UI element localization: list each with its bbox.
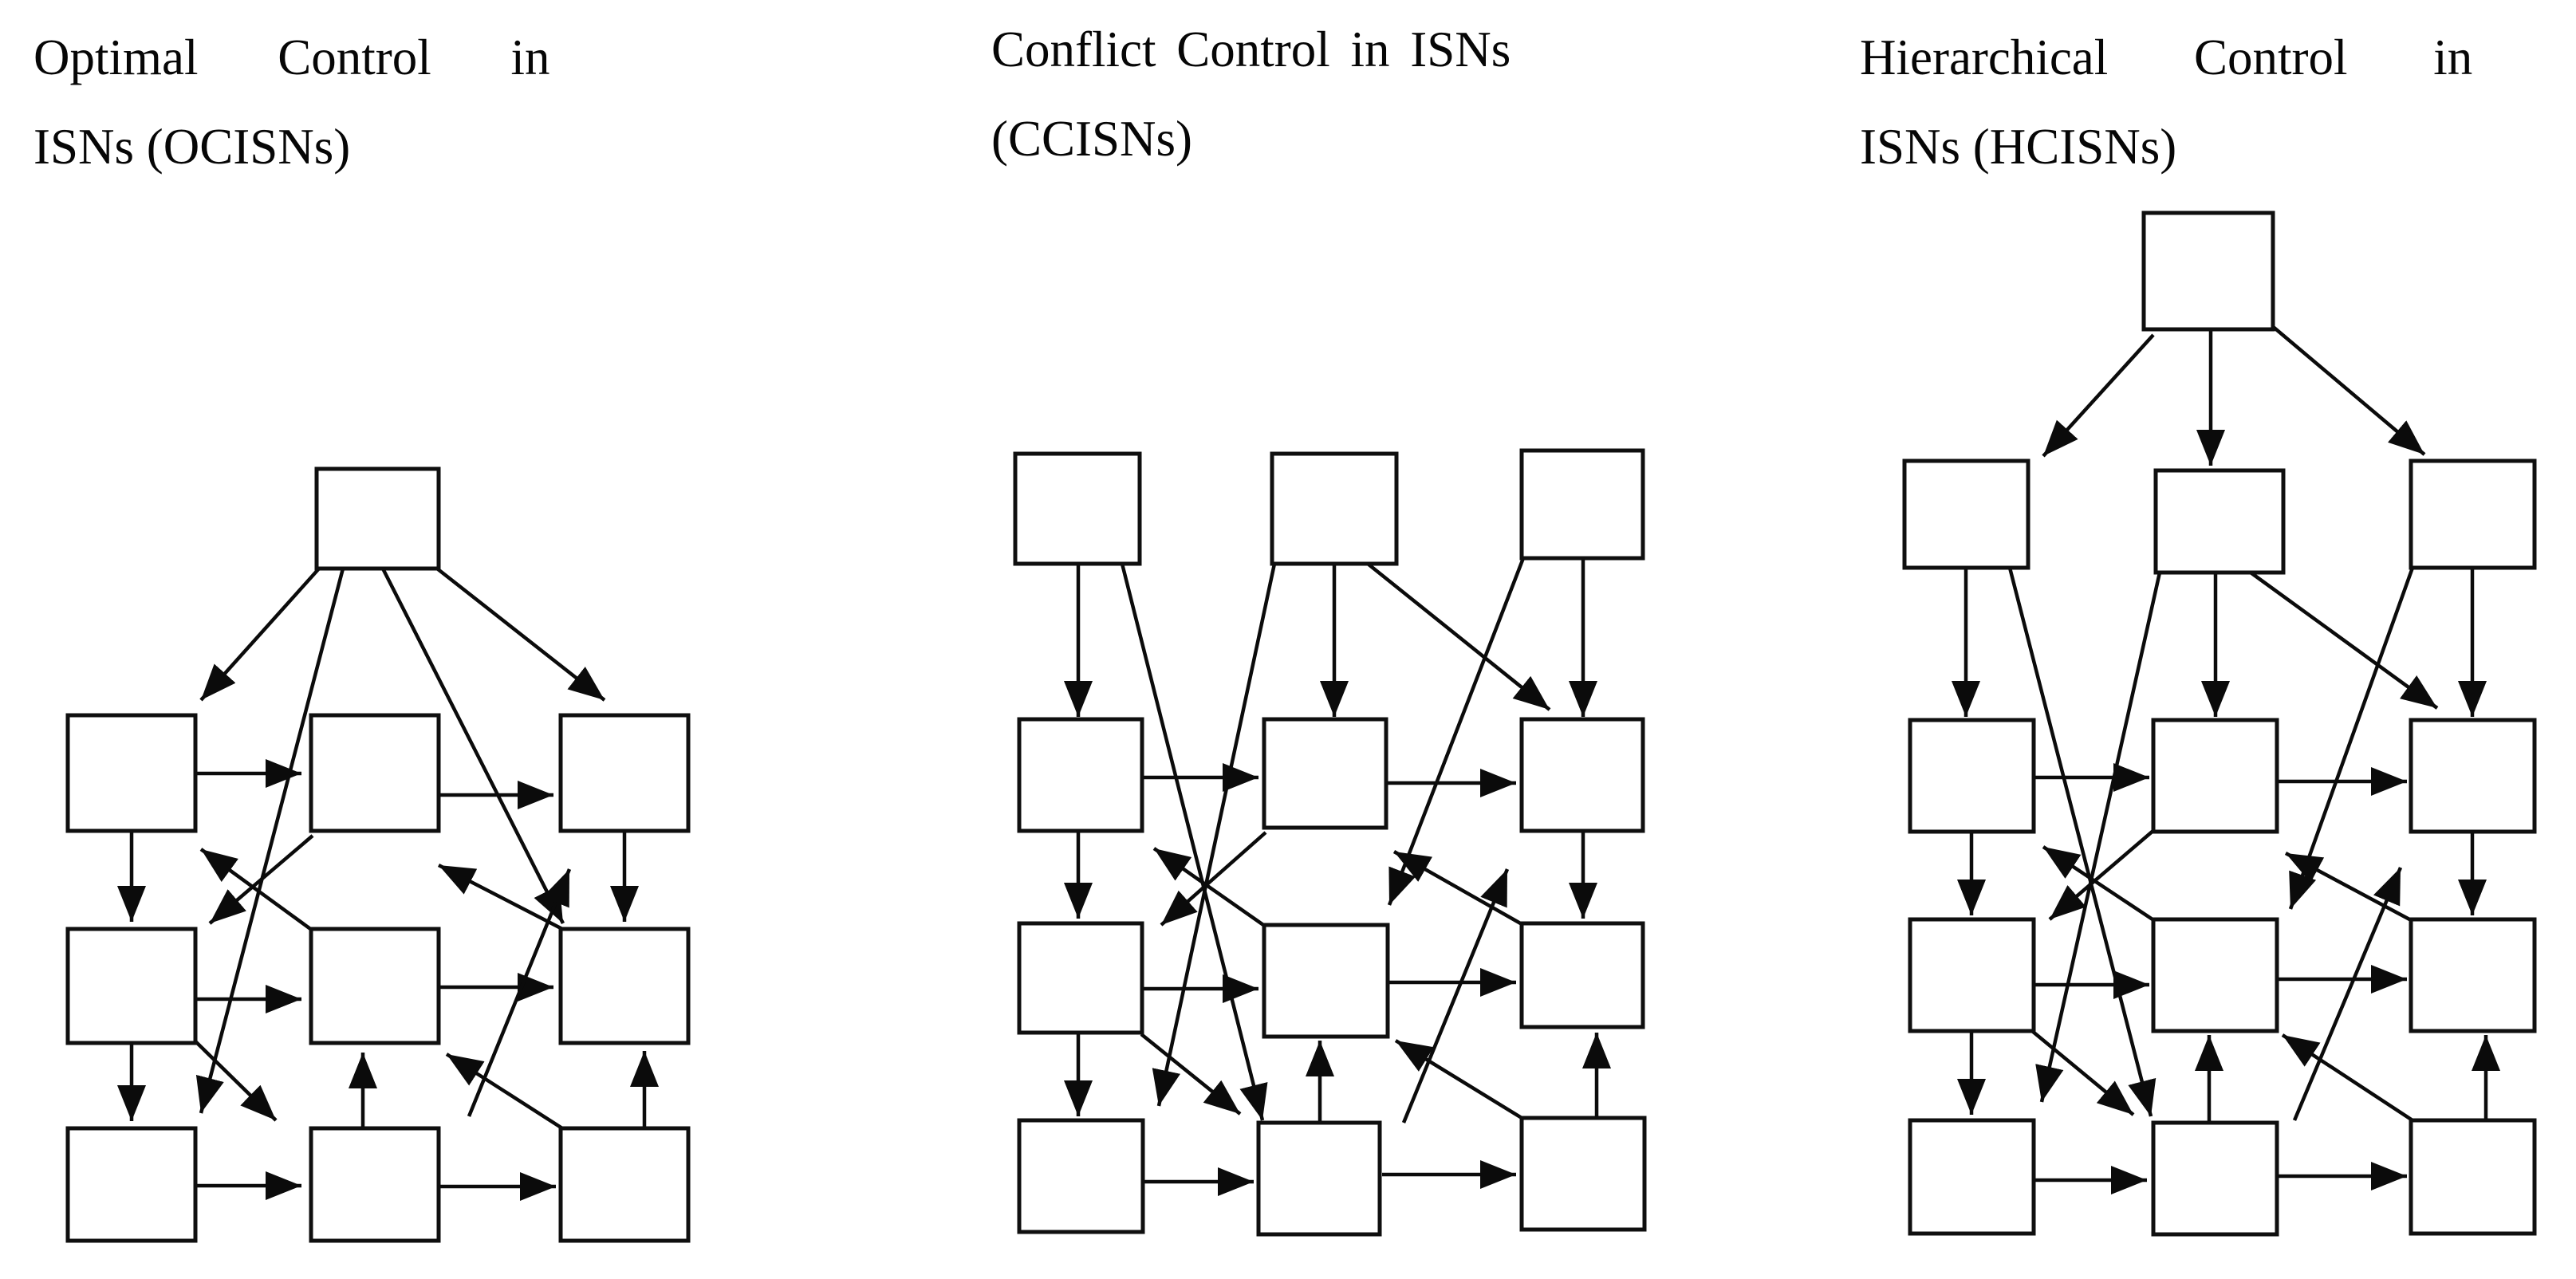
ocisns-unit-r3c1-box: [65, 1126, 198, 1243]
edge-hcisns-unit-r3c3-to-unit-r2c2: [2281, 1033, 2414, 1122]
hcisns-unit-r2c3-box: [2409, 917, 2537, 1033]
edge-ccisns-unit-r1c2-to-unit-r2c1: [1160, 831, 1267, 927]
panel-title-ocisns-line1: Optimal Control in: [33, 30, 550, 85]
edge-hcisns-top-controller-to-sub-controller-right: [2270, 324, 2426, 456]
edge-hcisns-top-controller-to-sub-controller-left: [2042, 333, 2155, 458]
edge-ocisns-controller-to-unit-r2c3: [380, 567, 565, 925]
edge-ccisns-controller-middle-to-unit-r1c3: [1366, 562, 1551, 711]
edge-ccisns-controller-right-to-unit-r2c2: [1387, 557, 1526, 906]
edge-ccisns-controller-middle-to-unit-r3c1: [1152, 563, 1277, 1107]
edge-ocisns-controller-to-unit-r3c1: [195, 568, 345, 1114]
edge-ocisns-controller-to-unit-r1c3: [435, 567, 606, 702]
ccisns-unit-r2c3-box: [1519, 921, 1645, 1029]
hcisns-sub-controller-left-box: [1902, 458, 2030, 570]
ccisns-unit-r2c2-box: [1262, 923, 1390, 1039]
hcisns-unit-r1c2-box: [2151, 718, 2279, 834]
edge-ocisns-unit-r3c2-to-unit-r1c3: [467, 868, 572, 1117]
hcisns-unit-r3c2-box: [2151, 1120, 2279, 1237]
hcisns-unit-r3c3-box: [2409, 1118, 2537, 1236]
ocisns-unit-r2c2-box: [309, 927, 441, 1045]
edge-ocisns-controller-to-unit-r1c1: [199, 567, 321, 702]
edge-hcisns-sub-controller-middle-to-unit-r1c3: [2249, 571, 2439, 710]
ocisns-unit-r1c2-box: [309, 713, 441, 833]
edge-ccisns-unit-r2c1-to-unit-r3c2: [1140, 1033, 1242, 1116]
edge-ocisns-unit-r1c2-to-unit-r2c1: [208, 834, 314, 925]
hcisns-unit-r1c3-box: [2409, 718, 2537, 834]
hcisns-unit-r1c1-box: [1908, 718, 2036, 834]
edge-ocisns-unit-r3c3-to-unit-r2c2: [445, 1053, 564, 1130]
ocisns-unit-r3c2-box: [309, 1126, 441, 1243]
edge-ocisns-unit-r2c2-to-unit-r1c1: [199, 848, 314, 932]
edge-hcisns-unit-r1c2-to-unit-r2c1: [2048, 828, 2157, 921]
edge-hcisns-sub-controller-middle-to-unit-r3c1: [2035, 572, 2162, 1103]
edge-hcisns-sub-controller-right-to-unit-r2c2: [2288, 567, 2415, 910]
edge-hcisns-sub-controller-left-to-unit-r3c2: [2007, 567, 2157, 1117]
edges-layer: [117, 324, 2500, 1201]
edge-ccisns-unit-r2c2-to-unit-r1c1: [1152, 847, 1267, 928]
panel-title-hcisns: Hierarchical Control in ISNs (HCISNs): [1860, 13, 2565, 191]
edge-hcisns-unit-r2c2-to-unit-r1c1: [2042, 845, 2157, 923]
panel-title-hcisns-line2: ISNs (HCISNs): [1860, 119, 2177, 175]
ocisns-unit-r1c3-box: [558, 713, 691, 833]
ocisns-unit-r3c3-box: [558, 1126, 691, 1243]
hcisns-top-controller-box: [2141, 211, 2275, 332]
ccisns-unit-r1c1-box: [1017, 717, 1144, 833]
edge-ccisns-unit-r3c3-to-unit-r2c2: [1394, 1039, 1523, 1120]
ccisns-unit-r3c1-box: [1017, 1118, 1145, 1234]
ccisns-unit-r3c2-box: [1256, 1120, 1382, 1237]
panel-title-ocisns: Optimal Control in ISNs (OCISNs): [33, 13, 656, 191]
panel-title-ccisns-line2: (CCISNs): [991, 111, 1193, 167]
ccisns-controller-right-box: [1519, 448, 1645, 561]
edge-ccisns-controller-left-to-unit-r3c2: [1120, 563, 1268, 1121]
hcisns-sub-controller-middle-box: [2153, 468, 2286, 575]
ocisns-controller-box: [314, 466, 441, 571]
ccisns-unit-r3c3-box: [1519, 1116, 1647, 1232]
ccisns-controller-middle-box: [1270, 451, 1399, 566]
panel-title-ccisns-line1: Conflict Control in ISNs: [991, 22, 1511, 77]
hcisns-unit-r2c2-box: [2151, 917, 2279, 1033]
panel-title-hcisns-line1: Hierarchical Control in: [1860, 30, 2473, 85]
panel-title-ocisns-line2: ISNs (OCISNs): [33, 119, 351, 175]
nodes-layer: [65, 211, 2537, 1243]
ccisns-unit-r1c3-box: [1519, 717, 1645, 833]
hcisns-unit-r3c1-box: [1908, 1118, 2036, 1236]
hcisns-sub-controller-right-box: [2409, 458, 2537, 570]
ccisns-controller-left-box: [1013, 451, 1142, 566]
edge-hcisns-unit-r3c2-to-unit-r1c3: [2292, 867, 2403, 1121]
edge-ccisns-unit-r2c3-to-unit-r1c2: [1392, 850, 1525, 927]
edge-ocisns-unit-r2c1-to-unit-r3c2: [192, 1038, 278, 1122]
hcisns-unit-r2c1-box: [1908, 917, 2036, 1033]
panel-title-ccisns: Conflict Control in ISNs (CCISNs): [991, 5, 1661, 183]
ocisns-unit-r2c1-box: [65, 927, 198, 1045]
ccisns-unit-r1c2-box: [1262, 717, 1388, 830]
edge-ccisns-unit-r3c2-to-unit-r1c3: [1401, 868, 1510, 1124]
ocisns-unit-r2c3-box: [558, 927, 691, 1045]
edge-hcisns-unit-r2c1-to-unit-r3c2: [2030, 1029, 2135, 1116]
ocisns-unit-r1c1-box: [65, 713, 198, 833]
edge-ocisns-unit-r2c3-to-unit-r1c2: [437, 864, 564, 931]
ccisns-unit-r2c1-box: [1017, 921, 1144, 1035]
edge-hcisns-unit-r2c3-to-unit-r1c2: [2284, 852, 2414, 923]
